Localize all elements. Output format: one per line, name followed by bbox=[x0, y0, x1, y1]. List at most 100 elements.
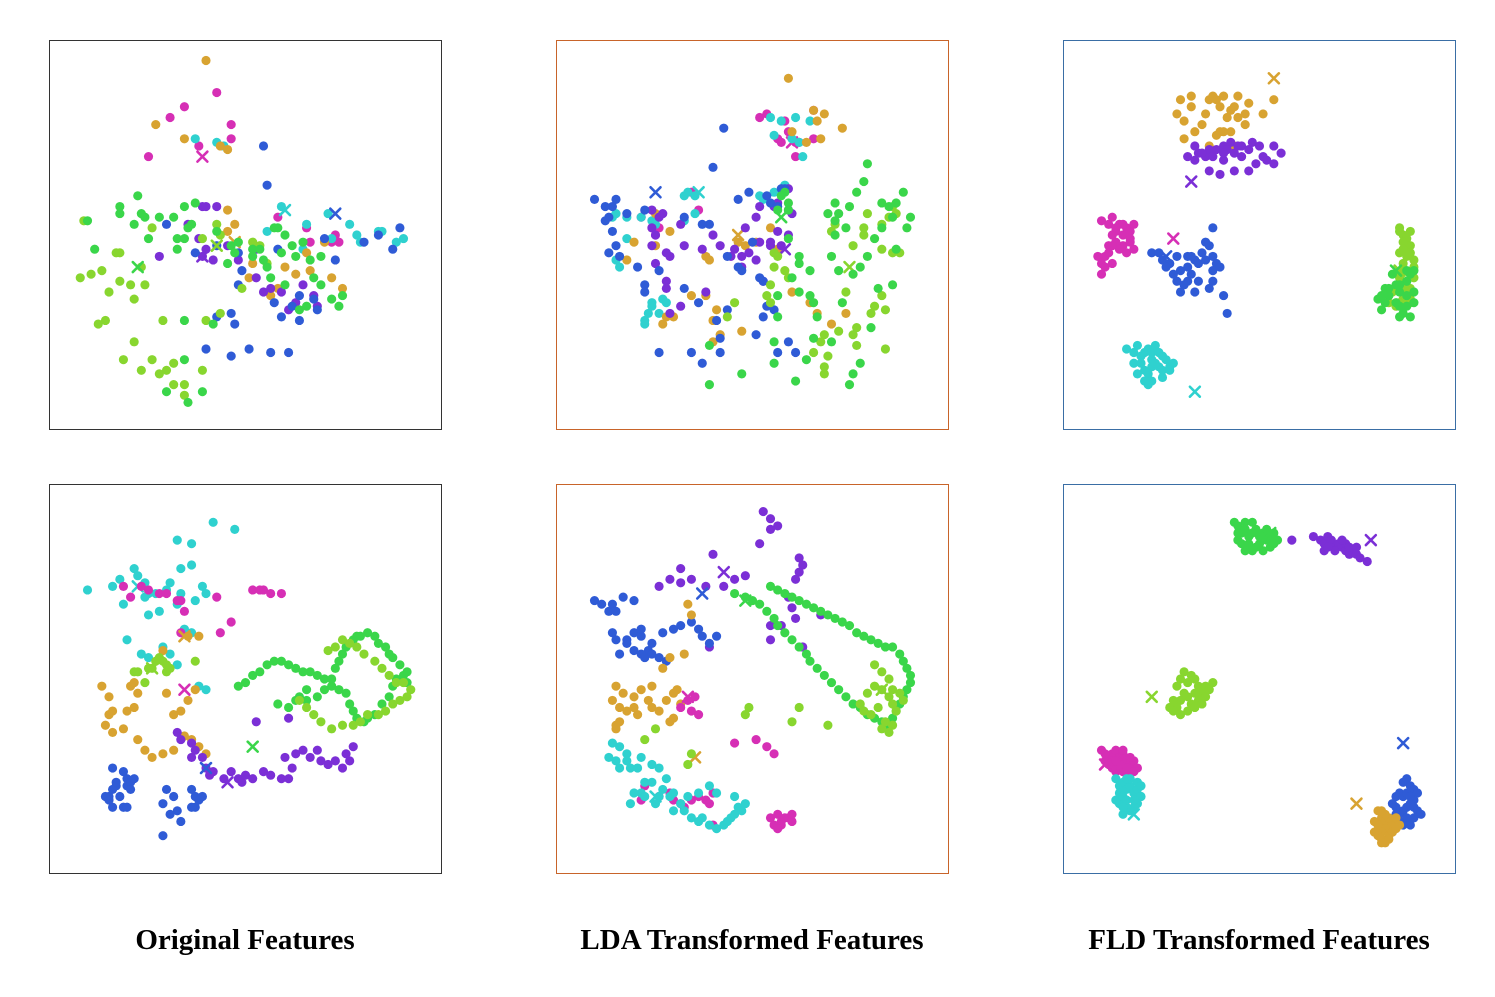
data-point bbox=[337, 763, 348, 773]
data-point bbox=[1114, 244, 1124, 254]
data-point bbox=[115, 201, 125, 212]
data-point bbox=[226, 134, 236, 144]
data-point bbox=[1376, 838, 1387, 848]
class-center-x-marker bbox=[221, 776, 234, 789]
data-point bbox=[773, 824, 783, 834]
data-point bbox=[654, 653, 664, 663]
data-point bbox=[330, 756, 340, 766]
data-point bbox=[1405, 312, 1415, 322]
series-lime bbox=[1145, 667, 1218, 720]
data-point bbox=[665, 308, 675, 318]
data-point bbox=[611, 681, 621, 691]
data-point bbox=[704, 380, 714, 390]
data-point bbox=[661, 774, 671, 784]
data-point bbox=[316, 251, 326, 261]
data-point bbox=[837, 123, 847, 133]
data-point bbox=[859, 631, 869, 641]
series-cyan bbox=[82, 517, 240, 695]
data-point bbox=[615, 763, 625, 773]
class-center-x-marker bbox=[131, 260, 145, 274]
data-point bbox=[1100, 749, 1110, 759]
data-point bbox=[1190, 127, 1200, 137]
data-point bbox=[1118, 802, 1128, 812]
data-point bbox=[650, 724, 661, 734]
data-point bbox=[176, 596, 186, 606]
data-point bbox=[1179, 134, 1189, 144]
data-point bbox=[118, 599, 129, 609]
data-point bbox=[1208, 152, 1218, 162]
data-point bbox=[309, 710, 319, 720]
data-point bbox=[1190, 141, 1200, 151]
data-point bbox=[852, 187, 862, 197]
data-point bbox=[323, 209, 333, 219]
data-point bbox=[877, 667, 887, 677]
data-point bbox=[773, 620, 783, 631]
data-point bbox=[712, 305, 722, 315]
data-point bbox=[161, 588, 172, 599]
data-point bbox=[226, 767, 236, 777]
data-point bbox=[212, 87, 222, 98]
data-point bbox=[805, 656, 815, 666]
data-point bbox=[679, 241, 689, 251]
data-point bbox=[276, 312, 286, 322]
data-point bbox=[143, 610, 154, 620]
series-magenta bbox=[143, 87, 344, 247]
data-point bbox=[1175, 95, 1186, 105]
data-point bbox=[1251, 524, 1261, 534]
data-point bbox=[269, 656, 279, 666]
data-point bbox=[377, 663, 387, 673]
data-point bbox=[794, 642, 804, 652]
data-point bbox=[1240, 546, 1250, 556]
data-point bbox=[819, 362, 829, 372]
data-point bbox=[104, 692, 114, 702]
data-point bbox=[704, 820, 714, 830]
data-point bbox=[305, 667, 315, 677]
series-green bbox=[1229, 517, 1283, 556]
data-point bbox=[1219, 155, 1229, 165]
data-point bbox=[1118, 219, 1128, 229]
data-point bbox=[694, 298, 704, 308]
data-point bbox=[823, 610, 833, 620]
data-point bbox=[1208, 251, 1218, 261]
data-point bbox=[1237, 141, 1247, 151]
data-point bbox=[636, 212, 646, 222]
data-point bbox=[147, 223, 157, 233]
data-point bbox=[676, 799, 686, 809]
data-point bbox=[118, 767, 129, 777]
data-point bbox=[208, 255, 218, 265]
data-point bbox=[730, 244, 740, 254]
data-point bbox=[647, 649, 657, 659]
data-point bbox=[208, 517, 218, 527]
data-point bbox=[787, 717, 797, 727]
data-point bbox=[190, 685, 200, 695]
data-point bbox=[615, 649, 625, 659]
data-point bbox=[302, 702, 312, 713]
data-point bbox=[1409, 255, 1419, 265]
data-point bbox=[1132, 340, 1143, 351]
data-point bbox=[787, 809, 797, 819]
data-point bbox=[823, 209, 833, 219]
data-point bbox=[719, 581, 729, 591]
data-point bbox=[888, 685, 898, 695]
series-blue bbox=[589, 123, 801, 368]
data-point bbox=[251, 273, 261, 283]
data-point bbox=[1215, 102, 1225, 112]
data-point bbox=[801, 599, 811, 609]
data-point bbox=[773, 291, 783, 301]
data-point bbox=[129, 702, 139, 713]
data-point bbox=[362, 710, 373, 720]
data-point bbox=[280, 752, 290, 762]
data-point bbox=[118, 724, 129, 734]
data-point bbox=[765, 280, 776, 290]
data-point bbox=[1183, 706, 1193, 716]
data-point bbox=[179, 134, 189, 144]
data-point bbox=[658, 663, 668, 673]
data-point bbox=[787, 127, 797, 137]
data-point bbox=[744, 702, 754, 713]
data-point bbox=[740, 223, 750, 233]
data-point bbox=[1179, 280, 1189, 290]
data-point bbox=[880, 717, 890, 727]
data-point bbox=[1118, 745, 1128, 755]
data-point bbox=[1395, 312, 1405, 322]
data-point bbox=[1398, 237, 1408, 247]
